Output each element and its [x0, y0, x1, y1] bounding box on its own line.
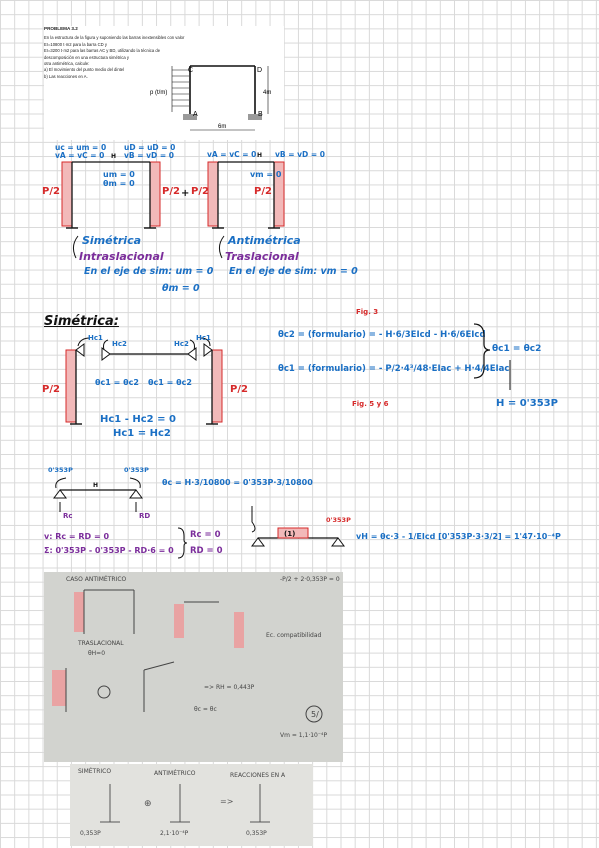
handwritten-photo-antisymmetric: CASO ANTIMÉTRICO -P/2 + 2·0,353P = 0 TRA… [44, 572, 343, 762]
svg-text:⊕: ⊕ [144, 799, 152, 809]
equilibrium-eq: Hc1 = Hc2 [113, 428, 171, 439]
moment-label: 0'353P [326, 516, 351, 524]
frame-figure: C D A B p (t/m) 4m 6m [150, 65, 271, 131]
problem-line: b) Las reacciones en A. [44, 73, 88, 79]
moment-label: Hc1 [196, 334, 211, 342]
problem-line: a) El movimiento del punto medio del din… [44, 67, 125, 73]
load-label: P/2 [42, 384, 60, 395]
photo-text: ANTIMÉTRICO [154, 770, 196, 777]
load-label: P/2 [191, 186, 209, 197]
moment-label: Hc1 [88, 334, 103, 342]
reaction-result: RD = 0 [190, 546, 223, 556]
traslacional-label: Traslacional [225, 250, 299, 263]
midspan-deflection: vH = θc·3 - 1/EIcd [0'353P·3·3/2] = 1'47… [356, 532, 561, 541]
symmetric-label: Simétrica [82, 234, 142, 247]
moment-label: 0'353P [48, 466, 73, 474]
problem-line: En la estructura de la figura y suponien… [44, 35, 185, 47]
anti-axis-note: En el eje de sim: vm = 0 [229, 266, 358, 277]
condition: uc = um = 0 [55, 143, 107, 152]
rotation-result-eq: θc1 = θc2 [492, 344, 542, 354]
node-label: B [258, 111, 263, 118]
photo-text: 5/ [311, 710, 319, 719]
antisym-mid-condition: vm = 0 [250, 170, 282, 179]
photo-text: CASO ANTIMÉTRICO [66, 576, 127, 583]
photo-sketches [44, 572, 343, 762]
node-label: C [188, 67, 193, 74]
diagram-label: (1) [284, 530, 296, 538]
sym-mid-conditions: um = 0 θm = 0 [103, 170, 135, 188]
photo-text: -P/2 + 2·0,353P = 0 [280, 576, 340, 583]
photo-text: θH=0 [88, 650, 106, 657]
problem-statement: PROBLEMA 3.2 En la estructura de la figu… [44, 26, 284, 140]
problem-line: otra antimétrica, calcule: [44, 61, 90, 67]
equilibrium-eq: Hc1 - Hc2 = 0 [100, 414, 176, 425]
sym-top-left: uc = um = 0 vA = vC = 0 [55, 144, 106, 160]
mid-label: H [111, 153, 117, 160]
node-label: A [193, 111, 198, 118]
sym-top-right: uD = uD = 0 vB = vD = 0 [124, 144, 175, 160]
rotation-equality: θc1 = θc2 [148, 378, 192, 387]
decomposition-diagrams [61, 161, 285, 259]
node-label: D [257, 67, 262, 74]
condition: vA = vC = 0 [55, 151, 105, 160]
sym-axis-note: θm = 0 [162, 283, 200, 294]
mid-label: H [257, 152, 263, 159]
brace [177, 527, 188, 559]
fig-note: Fig. 3 [356, 308, 379, 316]
fig-note: Fig. 5 y 6 [352, 400, 389, 408]
rotation-eq-2: θc1 = (formulario) = - P/2·4³/48·EIac + … [278, 364, 510, 374]
moment-label: Hc2 [174, 340, 189, 348]
load-label: P/2 [42, 186, 60, 197]
photo-text: Ec. compatibilidad [266, 632, 322, 639]
moment-label: 0'353P [124, 466, 149, 474]
antisymmetric-label: Antimétrica [228, 234, 301, 247]
photo-text: 0,353P [80, 830, 101, 837]
moment-label: Hc2 [112, 340, 127, 348]
handwritten-photo-reactions: ⊕ => SIMÉTRICO ANTIMÉTRICO REACCIONES EN… [70, 764, 313, 846]
svg-text:=>: => [220, 797, 233, 806]
load-label: P/2 [230, 384, 248, 395]
sym-axis-note: En el eje de sim: um = 0 [84, 266, 214, 277]
reaction-label: RD [139, 512, 151, 520]
vertical-equilibrium: v: Rc = RD = 0 [44, 532, 110, 541]
antisym-top-right: vB = vD = 0 [275, 150, 325, 159]
intraslacional-label: Intraslacional [79, 250, 164, 263]
rotation-c: θc = H·3/10800 = 0'353P·3/10800 [162, 478, 313, 487]
photo-text: SIMÉTRICO [78, 768, 112, 775]
symmetric-diagram [65, 337, 223, 425]
load-label: P/2 [254, 186, 272, 197]
load-label: P/2 [162, 186, 180, 197]
width-label: 6m [218, 124, 226, 130]
condition: um = 0 [103, 170, 135, 179]
result-bracket [473, 323, 511, 390]
load-label: p (t/m) [150, 90, 167, 96]
photo-text: => RH = 0,443P [204, 684, 255, 691]
photo-text: 2,1·10⁻⁴P [160, 830, 189, 837]
symmetric-heading: Simétrica: [44, 314, 119, 329]
reaction-result: Rc = 0 [190, 530, 221, 540]
photo-text: 0,353P [246, 830, 267, 837]
h-result: H = 0'353P [496, 398, 558, 409]
photo-text: REACCIONES EN A [230, 772, 286, 779]
photo-sketches: ⊕ => [70, 764, 313, 846]
height-label: 4m [263, 90, 271, 96]
moment-equilibrium: Σ: 0'353P - 0'353P - RD·6 = 0 [44, 546, 174, 555]
plus-sign: + [181, 188, 190, 199]
photo-text: TRASLACIONAL [78, 640, 124, 647]
photo-text: Vm = 1,1·10⁻⁴P [280, 732, 328, 739]
reaction-label: Rc [63, 512, 73, 520]
mid-label: H [93, 482, 99, 489]
condition: vB = vD = 0 [124, 151, 174, 160]
rotation-eq-1: θc2 = (formulario) = - H·6/3EIcd - H·6/6… [278, 330, 486, 340]
problem-title: PROBLEMA 3.2 [44, 26, 78, 31]
problem-line: EI=3200 t·m2 para las barras AC y BD, ut… [44, 48, 161, 60]
rotation-equality: θc1 = θc2 [95, 378, 139, 387]
antisym-top-left: vA = vC = 0 [207, 150, 257, 159]
condition: θm = 0 [103, 179, 135, 188]
condition: uD = uD = 0 [124, 143, 176, 152]
antisym-beams [53, 477, 345, 547]
photo-text: θc = θc [194, 706, 217, 713]
